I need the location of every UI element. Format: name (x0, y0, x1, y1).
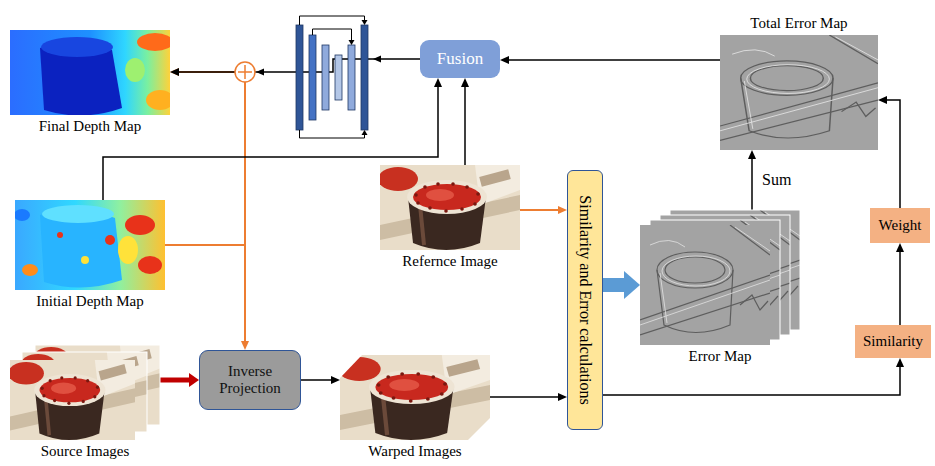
flow-arrow (165, 245, 245, 341)
flow-arrow (520, 209, 558, 211)
flow-arrow (751, 159, 753, 210)
initial-depth-image-part (42, 205, 114, 223)
sum-plus-circle-part (235, 62, 255, 82)
warped-image (338, 355, 490, 440)
unet-network-part (309, 35, 316, 120)
flow-arrowheads-part (373, 56, 381, 63)
initial-depth-image-part (81, 256, 89, 264)
flow-arrowheads (256, 56, 381, 76)
process-box: Similarity and Error calculations (567, 170, 603, 430)
total-error-image (720, 35, 878, 150)
initial-depth-image-part (22, 264, 38, 276)
initial-depth-image-part (57, 232, 63, 238)
warped-image-part (340, 355, 362, 378)
unet-network-part (362, 130, 368, 135)
box-label: Fusion (437, 49, 483, 69)
image-caption: Warped Images (368, 443, 461, 460)
final-depth-image-part (146, 90, 170, 110)
initial-depth-image-part (105, 235, 115, 245)
unet-network-part (322, 45, 329, 110)
process-box: Similarity (855, 325, 931, 358)
flow-arrowheads-part (256, 69, 264, 76)
unet-network-part (313, 29, 352, 41)
unet-network (296, 16, 368, 138)
edge-label: Sum (760, 171, 793, 189)
flow-arrow (509, 59, 720, 61)
flow-arrow (490, 396, 558, 398)
unet-network-part (296, 25, 303, 130)
unet-network-part (349, 40, 355, 45)
flow-arrow (160, 378, 189, 383)
sum-plus-circle (235, 62, 255, 82)
image-caption: Final Depth Map (39, 118, 142, 135)
unet-network-part (300, 130, 365, 138)
box-label: Weight (879, 217, 922, 234)
process-box: Inverse Projection (199, 350, 301, 410)
final-depth-image (10, 30, 170, 115)
photo-image: Warped Images (340, 355, 490, 440)
initial-depth-image-part (15, 200, 165, 290)
flow-arrow (603, 278, 624, 292)
final-depth-image-part (137, 33, 170, 51)
flow-arrow (301, 379, 331, 381)
source-image-stack (8, 345, 160, 440)
unet-network-part (362, 20, 368, 25)
process-box: Fusion (420, 40, 500, 78)
box-label: Inverse Projection (206, 363, 294, 398)
total-error-image-part (720, 35, 878, 150)
process-box: Weight (870, 208, 930, 243)
error-map-stack (640, 210, 800, 345)
error-map-stack-part (640, 225, 770, 345)
warped-image-part (338, 355, 490, 440)
initial-depth-image (15, 200, 165, 290)
unet-network-part (300, 16, 365, 25)
flow-arrow (603, 367, 900, 395)
reference-image (378, 165, 520, 250)
flow-arrow (165, 72, 245, 245)
image-caption: Refernce Image (402, 253, 497, 270)
initial-depth-image-part (15, 209, 30, 221)
photo-stack: Source Images (10, 345, 160, 440)
initial-depth-image-part (125, 215, 155, 235)
photo-image: Refernce Image (380, 165, 520, 250)
final-depth-image-part (125, 58, 145, 82)
initial-depth-image-part (118, 236, 138, 264)
flow-arrow (464, 87, 466, 165)
depth-map-image: Final Depth Map (10, 30, 170, 115)
depth-map-image: Initial Depth Map (15, 200, 165, 290)
error-map-image: Total Error Map (720, 35, 878, 150)
initial-depth-image-part (138, 256, 162, 274)
reference-image-part (378, 165, 520, 250)
sum-plus-circle-part (238, 65, 252, 79)
box-label: Similarity (863, 333, 923, 350)
warped-image-part (468, 418, 490, 440)
flow-arrow (899, 252, 901, 325)
box-label: Similarity and Error calculations (576, 195, 594, 404)
unet-network-part (335, 55, 342, 100)
source-image-stack-part (8, 360, 135, 440)
final-depth-image-part (41, 37, 113, 57)
unet-network-part (361, 25, 368, 130)
image-caption: Source Images (41, 443, 130, 460)
image-caption: Initial Depth Map (36, 293, 143, 310)
flow-arrow (887, 100, 900, 208)
image-caption: Error Map (689, 348, 752, 365)
unet-network-part (348, 45, 355, 110)
image-caption: Total Error Map (750, 15, 847, 32)
error-map-stack: Error Map (640, 210, 800, 345)
